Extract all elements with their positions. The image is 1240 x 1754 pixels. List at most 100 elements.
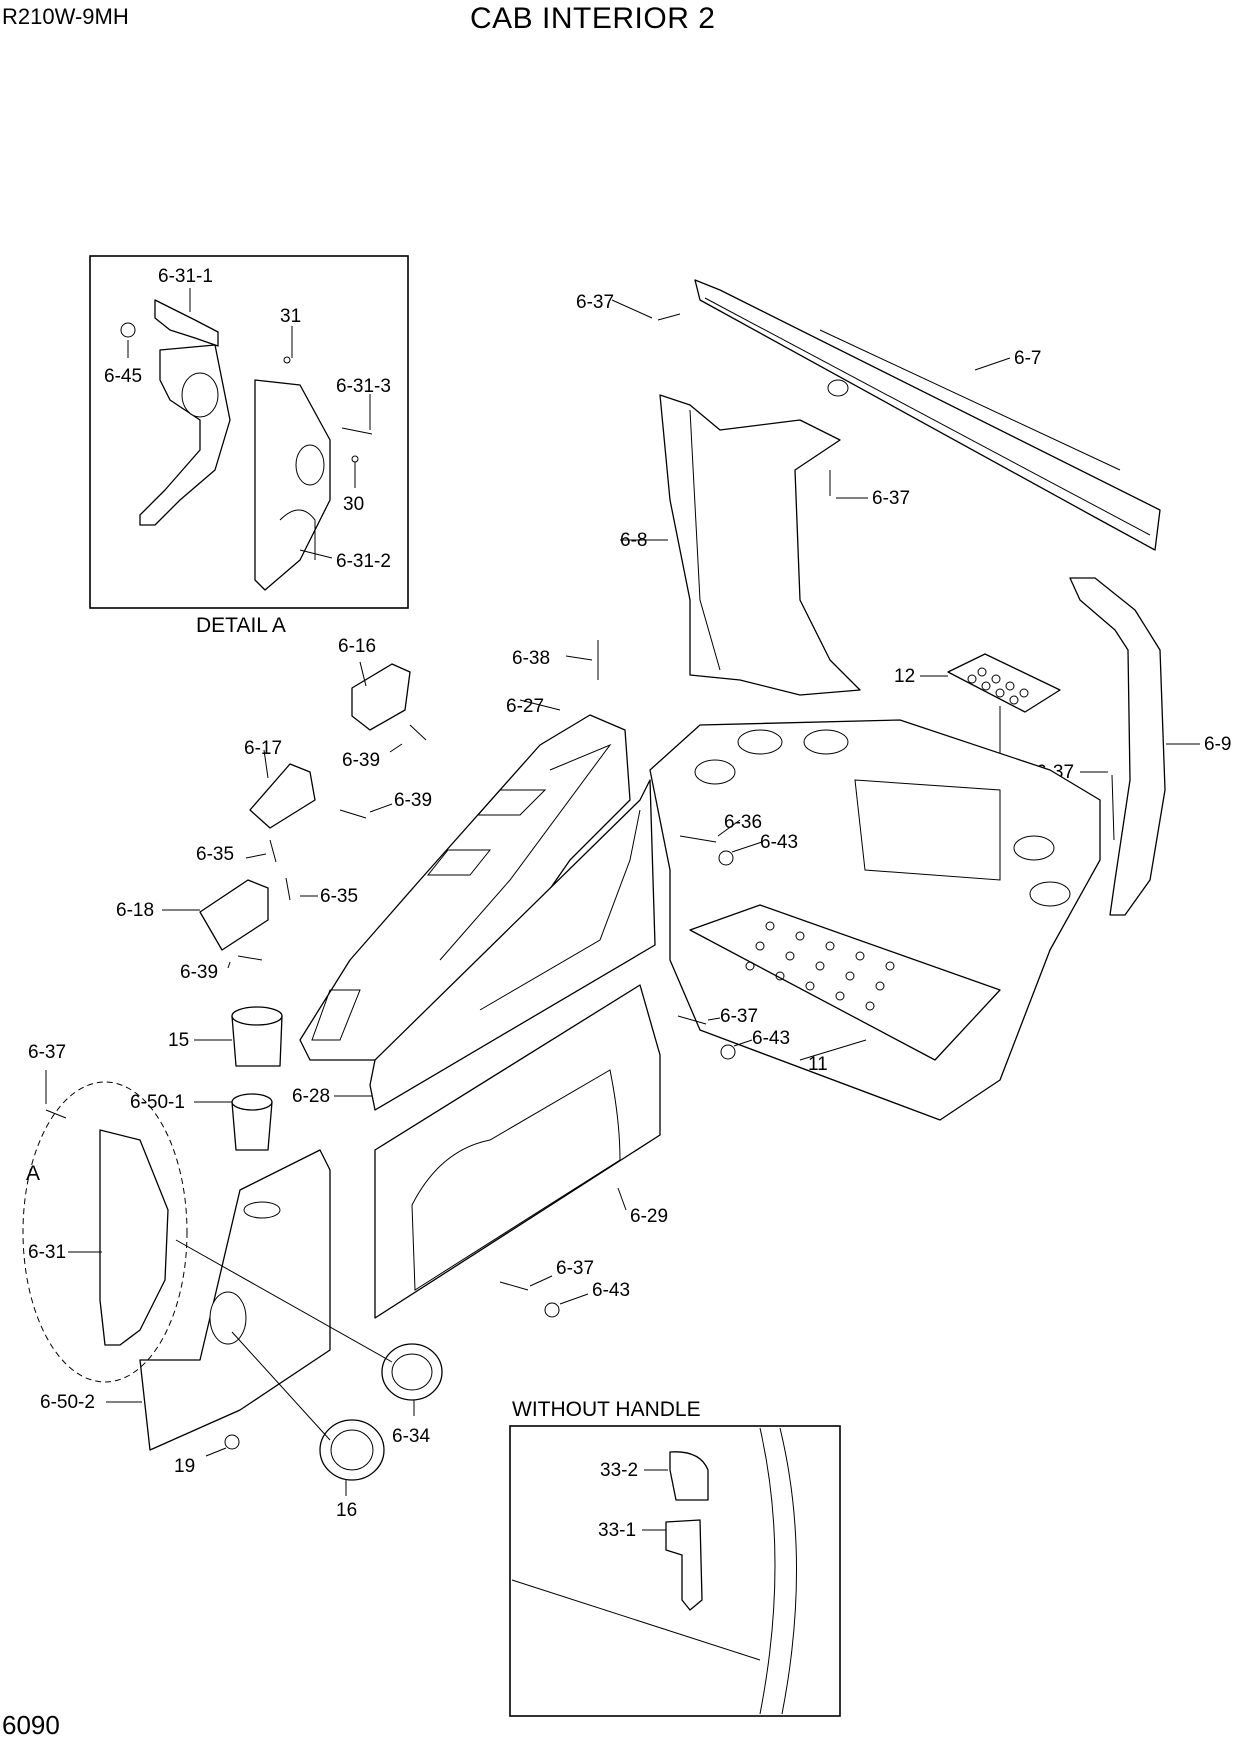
leader-6-43-tub: [731, 841, 763, 853]
cap-6-43-tub: [718, 850, 734, 866]
handle-33-1: [665, 1519, 703, 1611]
label-6-31: 6-31: [28, 1242, 66, 1263]
label-6-7: 6-7: [1014, 348, 1041, 369]
rail-flange: [819, 329, 1121, 471]
panel-6-31: [99, 1129, 169, 1346]
detail-panel-curve: [279, 509, 316, 560]
detail-panel-hole: [181, 372, 219, 418]
label-6-37-top: 6-37: [576, 292, 614, 313]
label-detail-marker-a: A: [26, 1162, 40, 1185]
rail-hole: [827, 379, 849, 397]
tub-cupholder-1: [737, 729, 783, 755]
label-6-50-2: 6-50-2: [40, 1392, 95, 1413]
label-19: 19: [174, 1456, 195, 1477]
screw-6-37-right: [1111, 774, 1115, 841]
label-6-37-left: 6-37: [28, 1042, 66, 1063]
detail-a-frame: [89, 255, 409, 609]
label-6-39-mid: 6-39: [394, 790, 432, 811]
pillar-edge: [689, 409, 721, 671]
tub-body: [649, 719, 1101, 1121]
leader-6-37-top: [611, 299, 653, 319]
console-slot-1: [476, 789, 547, 816]
clip-31: [283, 356, 291, 364]
knobs: 6-34 16: [175, 1239, 443, 1521]
label-30: 30: [343, 494, 364, 515]
pillar-6-8: [659, 394, 861, 696]
cup-15-rim: [231, 1006, 283, 1026]
label-6-39-low: 6-39: [180, 962, 218, 983]
console-slot-2: [426, 849, 492, 876]
leader-6-39-low: [227, 961, 231, 969]
label-33-2: 33-2: [600, 1460, 638, 1481]
inset-panel-edge-2: [779, 1427, 797, 1715]
label-6-37-low: 6-37: [556, 1258, 594, 1279]
knob-6-34: [381, 1343, 443, 1401]
tub-cupholder-4: [1013, 835, 1055, 861]
bracket-6-17: [249, 763, 316, 829]
console-slot-3: [311, 989, 361, 1041]
tub-cupholder-3: [694, 759, 736, 785]
label-6-38: 6-38: [512, 648, 550, 669]
detail-a-inset: 6-31-1 31 6-45 6-31-3 30 6-31-2 DETAIL A: [89, 255, 409, 637]
knob-16-inner: [330, 1429, 374, 1471]
leader-6-27: [519, 699, 561, 711]
label-6-34: 6-34: [392, 1426, 430, 1447]
panel-6-28-edge: [479, 809, 641, 1011]
cap-6-43-mid: [720, 1044, 736, 1060]
caption-detail-a: DETAIL A: [196, 614, 286, 637]
screw-6-37-mid: [677, 1015, 707, 1025]
bolt-6-39-low: [237, 955, 263, 961]
leader-6-37-low: [529, 1275, 553, 1287]
screw-6-37-top: [657, 313, 681, 321]
screw-6-31-3: [341, 427, 373, 435]
label-12: 12: [894, 666, 915, 687]
label-6-27: 6-27: [506, 696, 544, 717]
label-6-31-1: 6-31-1: [158, 266, 213, 287]
label-33-1: 33-1: [598, 1520, 636, 1541]
label-16: 16: [336, 1500, 357, 1521]
console-top-edge: [439, 743, 612, 961]
leader-6-38: [565, 655, 593, 661]
label-6-35-a: 6-35: [196, 844, 234, 865]
rail-6-7: [694, 279, 1161, 551]
screw-6-35-a: [269, 839, 277, 863]
clip-30: [351, 455, 359, 463]
leader-6-36: [717, 819, 741, 837]
leader-6-31-2: [299, 549, 333, 559]
cap-6-43-low: [544, 1302, 560, 1318]
label-6-18: 6-18: [116, 900, 154, 921]
label-15: 15: [168, 1030, 189, 1051]
screw-6-37-low: [499, 1281, 529, 1291]
cap-19: [224, 1434, 240, 1450]
label-11: 11: [808, 1054, 828, 1075]
inset-panel-edge-1: [759, 1427, 776, 1715]
leader-6-43-low: [559, 1293, 589, 1305]
side-panel-6-29: 6-29 6-37 6-43 6-37 6-43: [374, 984, 790, 1319]
console-6-27: 6-27 6-38: [299, 640, 631, 1061]
bolt-6-39-mid: [339, 809, 367, 819]
label-6-43-low: 6-43: [592, 1280, 630, 1301]
panel-6-28: [369, 779, 656, 1111]
label-6-29: 6-29: [630, 1206, 668, 1227]
label-6-9: 6-9: [1204, 734, 1231, 755]
panel-6-50-2-cup-opening: [243, 1201, 281, 1219]
label-6-16: 6-16: [338, 636, 376, 657]
panel-6-50-2-hole: [209, 1291, 247, 1345]
leader-knob-16-line: [231, 1331, 331, 1441]
tray-holes: [745, 921, 895, 1011]
caption-without-handle: WITHOUT HANDLE: [512, 1398, 701, 1421]
detail-a-circle: [22, 1081, 188, 1383]
bracket-6-31-1: [154, 299, 219, 347]
mat-holes: [967, 667, 1029, 705]
tub-compartment: [854, 779, 1001, 881]
label-6-37-mid: 6-37: [720, 1006, 758, 1027]
label-6-43-mid: 6-43: [752, 1028, 790, 1049]
leader-6-37-mid: [707, 1017, 721, 1021]
leader-6-17: [263, 749, 269, 779]
detail-panel-6-31-2: [254, 379, 331, 591]
tub-floor-tray: [689, 904, 1001, 1061]
without-handle-frame: [509, 1425, 841, 1717]
leader-19: [205, 1447, 227, 1457]
top-rail-6-7: 6-37 6-7: [576, 279, 1161, 551]
